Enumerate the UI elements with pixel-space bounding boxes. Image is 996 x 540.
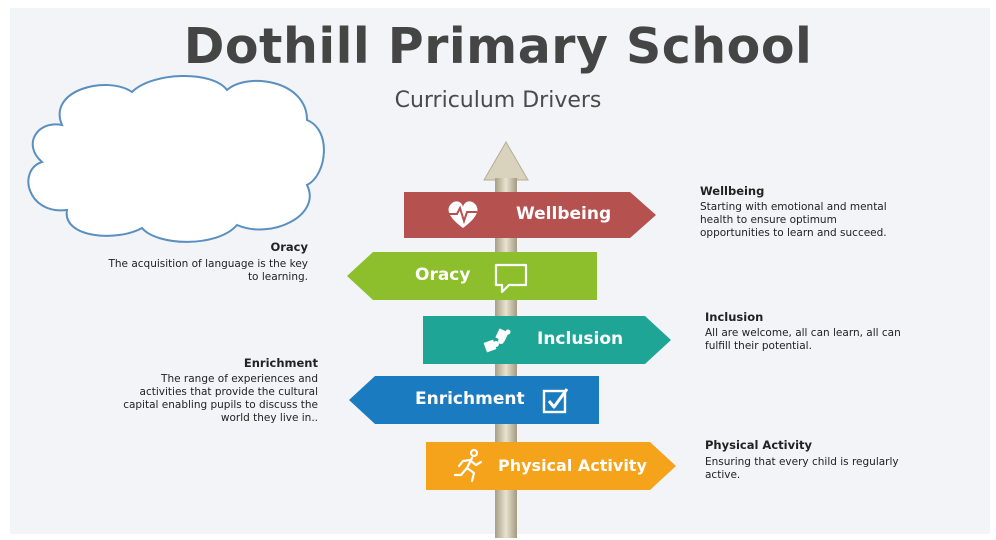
desc-enrichment-heading: Enrichment: [243, 356, 318, 370]
cloud-shape: [27, 74, 325, 243]
speech-bubble-icon: [494, 263, 528, 294]
desc-physical-text: Ensuring that every child is regularly a…: [705, 456, 899, 481]
sign-oracy-label: Oracy: [415, 265, 471, 285]
sign-physical-activity: Physical Activity: [426, 442, 676, 490]
checkbox-icon: [542, 388, 569, 414]
sign-enrichment-label: Enrichment: [415, 389, 525, 409]
desc-inclusion-text: All are welcome, all can learn, all can …: [705, 327, 901, 352]
sign-physical-activity-label: Physical Activity: [498, 456, 647, 475]
page-title: Dothill Primary School: [183, 18, 813, 75]
sign-enrichment: Enrichment: [349, 376, 599, 424]
sign-inclusion: Inclusion: [423, 316, 671, 364]
heart-pulse-icon: [448, 201, 478, 228]
sign-oracy: Oracy: [347, 252, 597, 300]
sign-wellbeing: Wellbeing: [404, 192, 656, 238]
desc-oracy-text: The acquisition of language is the key t…: [108, 258, 308, 283]
desc-wellbeing-text: Starting with emotional and mental healt…: [700, 201, 887, 239]
desc-wellbeing-heading: Wellbeing: [700, 184, 765, 198]
sign-wellbeing-label: Wellbeing: [516, 204, 612, 224]
page-subtitle: Curriculum Drivers: [394, 88, 602, 113]
desc-enrichment-text: The range of experiences and activities …: [123, 373, 318, 424]
running-person-icon: [453, 448, 483, 483]
puzzle-pieces-icon: [483, 328, 511, 353]
sign-inclusion-label: Inclusion: [537, 329, 624, 349]
desc-inclusion-heading: Inclusion: [705, 310, 764, 324]
desc-physical-heading: Physical Activity: [705, 438, 813, 452]
desc-oracy-heading: Oracy: [270, 240, 308, 254]
